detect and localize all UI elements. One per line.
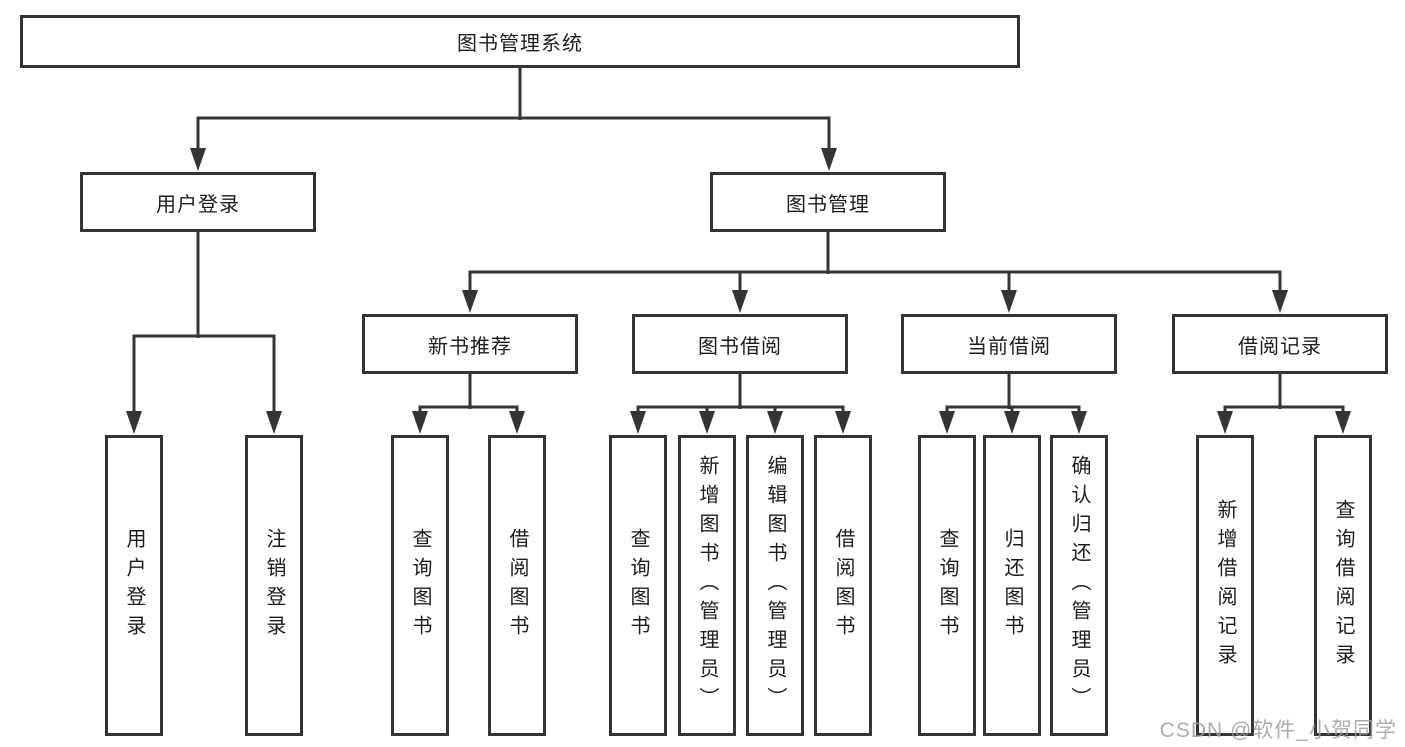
node-root-label: 图书管理系统 xyxy=(457,33,583,55)
leaf-query-borrow-record: 查询借阅记录 xyxy=(1314,435,1372,736)
leaf-logout: 注销登录 xyxy=(245,435,303,736)
node-current-borrow: 当前借阅 xyxy=(901,314,1117,374)
node-book-management: 图书管理 xyxy=(710,172,946,232)
node-book-borrow-label: 图书借阅 xyxy=(698,335,782,358)
leaf-add-borrow-record: 新增借阅记录 xyxy=(1196,435,1254,736)
leaf-query-borrow-record-label: 查询借阅记录 xyxy=(1332,498,1354,673)
node-book-management-label: 图书管理 xyxy=(786,193,870,216)
leaf-user-login: 用户登录 xyxy=(105,435,163,736)
leaf-confirm-return-admin: 确认归还（管理员） xyxy=(1050,435,1108,736)
node-new-book-recommend: 新书推荐 xyxy=(362,314,578,374)
leaf-edit-books-admin: 编辑图书（管理员） xyxy=(746,435,804,736)
leaf-user-login-label: 用户登录 xyxy=(123,527,145,644)
node-current-borrow-label: 当前借阅 xyxy=(967,335,1051,358)
node-book-borrow: 图书借阅 xyxy=(632,314,848,374)
leaf-borrow-books-recommend-label: 借阅图书 xyxy=(506,527,528,644)
leaf-borrow-books-recommend: 借阅图书 xyxy=(488,435,546,736)
node-root: 图书管理系统 xyxy=(20,15,1020,68)
leaf-query-books-recommend-label: 查询图书 xyxy=(409,527,431,644)
leaf-query-books-current-label: 查询图书 xyxy=(936,527,958,644)
node-user-login-label: 用户登录 xyxy=(156,193,240,216)
node-borrow-records-label: 借阅记录 xyxy=(1238,335,1322,358)
leaf-add-borrow-record-label: 新增借阅记录 xyxy=(1214,498,1236,673)
leaf-return-books: 归还图书 xyxy=(983,435,1041,736)
leaf-logout-label: 注销登录 xyxy=(263,527,285,644)
leaf-add-books-admin: 新增图书（管理员） xyxy=(678,435,736,736)
leaf-confirm-return-admin-label: 确认归还（管理员） xyxy=(1068,455,1090,716)
csdn-watermark: CSDN @软件_小贺同学 xyxy=(1159,719,1397,742)
node-new-book-recommend-label: 新书推荐 xyxy=(428,335,512,358)
leaf-query-books-borrow-label: 查询图书 xyxy=(627,527,649,644)
leaf-return-books-label: 归还图书 xyxy=(1001,527,1023,644)
leaf-borrow-books-label: 借阅图书 xyxy=(832,527,854,644)
node-borrow-records: 借阅记录 xyxy=(1172,314,1388,374)
leaf-query-books-recommend: 查询图书 xyxy=(391,435,449,736)
leaf-query-books-current: 查询图书 xyxy=(918,435,976,736)
leaf-add-books-admin-label: 新增图书（管理员） xyxy=(696,455,718,716)
leaf-query-books-borrow: 查询图书 xyxy=(609,435,667,736)
leaf-borrow-books: 借阅图书 xyxy=(814,435,872,736)
leaf-edit-books-admin-label: 编辑图书（管理员） xyxy=(764,455,786,716)
node-user-login: 用户登录 xyxy=(80,172,316,232)
